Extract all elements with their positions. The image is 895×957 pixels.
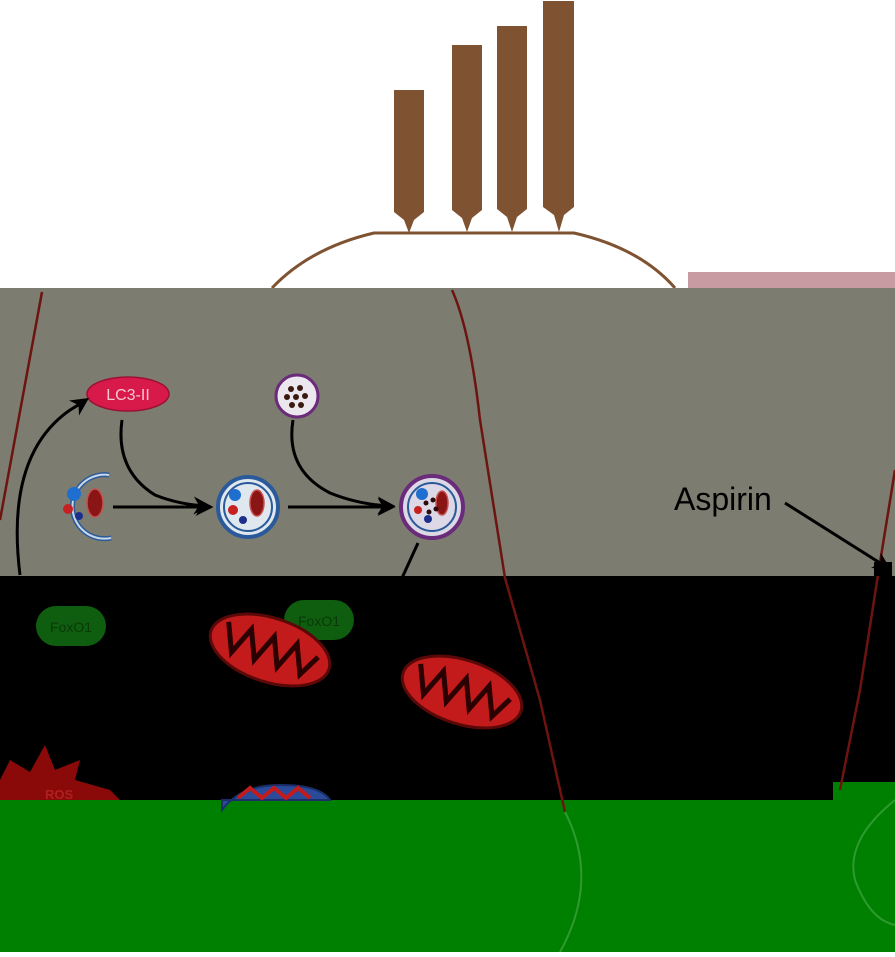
foxo1-left-label: FoxO1 (50, 619, 92, 635)
ros-label: ROS (45, 787, 74, 802)
autolysosome-icon (399, 474, 465, 540)
autophagosome-icon (216, 475, 280, 539)
membrane-left (0, 291, 44, 521)
arrow-autolysosome-down (400, 542, 420, 579)
nucleus-outline-right (852, 799, 895, 926)
accent-strip-right (688, 272, 895, 290)
foxo1-left-pill (36, 606, 106, 646)
lc3-label: LC3-II (106, 387, 150, 404)
lc3-node: LC3-II (86, 376, 170, 412)
foxo1-right-label: FoxO1 (298, 613, 340, 629)
pathway-arrows (15, 398, 892, 579)
arrow-to-lc3 (15, 398, 89, 576)
mitochondrion-icon (208, 612, 332, 688)
lc3-ellipse (86, 376, 170, 412)
cilium-1 (394, 90, 424, 233)
arrow-lysosome-to-autolysosome (290, 419, 396, 515)
phagophore-icon (63, 472, 112, 542)
cilia-bars (394, 1, 574, 233)
lysosome-icon (274, 373, 320, 419)
cell-membranes (0, 289, 895, 813)
green-band-notch (833, 782, 895, 802)
membrane-right (838, 469, 895, 791)
cilium-2 (452, 45, 482, 232)
aspirin-target-block (874, 562, 892, 576)
membrane-middle (450, 289, 567, 813)
foxo1-left: FoxO1 (36, 606, 106, 646)
top-background (0, 0, 895, 290)
nucleus-outline-left (559, 811, 583, 953)
green-band (0, 800, 895, 952)
aspirin-label: Aspirin (674, 481, 772, 517)
cell-apex-outline (270, 231, 677, 290)
cilium-3 (497, 26, 527, 232)
cilium-4 (543, 1, 574, 232)
mitochondrion-icon-damaged (221, 783, 332, 814)
arrow-aspirin (784, 501, 892, 570)
arrow-lc3-to-autophagosome (119, 419, 212, 515)
ros-burst-icon: ROS (0, 745, 120, 802)
mitochondrion-icon (400, 654, 524, 730)
